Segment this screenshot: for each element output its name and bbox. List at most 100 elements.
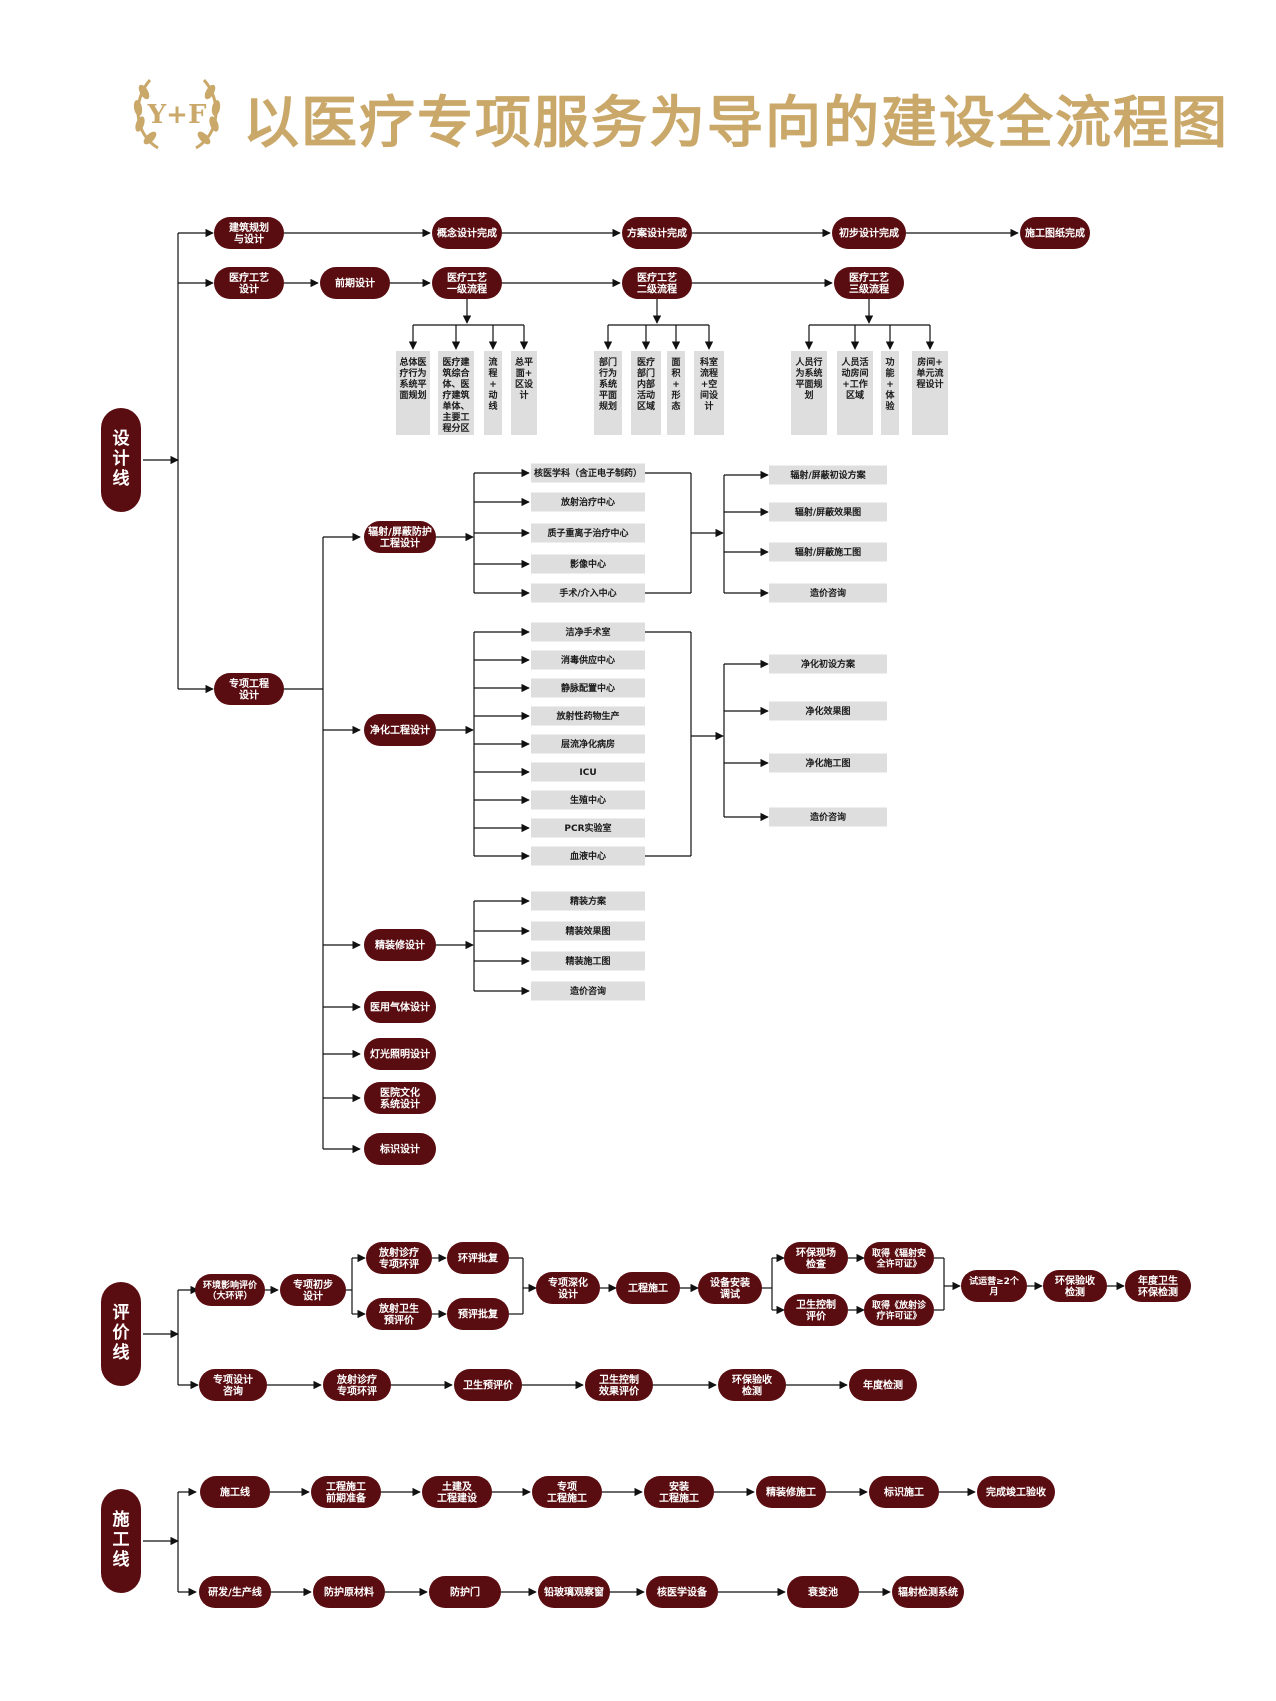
construction-row2-node-shape [199,1576,271,1608]
node-label: PCR实验室 [564,822,611,834]
track-design: 设计线 [101,408,141,512]
other-design-node: 灯光照明设计 [364,1038,436,1070]
design-level-box: 人员活动房间+工作区域 [837,351,873,435]
purification-dept-box: 静脉配置中心 [531,678,645,698]
design-row2-node: 医疗工艺三级流程 [834,267,904,299]
evaluation-row2-node: 年度检测 [849,1369,917,1401]
design-level-box: 科室流程+空间设计 [694,351,724,435]
construction-row1-node-shape [311,1476,381,1508]
node-label: 取得《放射诊疗许可证》 [872,1299,927,1321]
purification-dept-box-shape [531,650,645,670]
node-label: 辐射/屏蔽初设方案 [790,469,866,481]
node-label: 标识设计 [379,1143,420,1156]
decoration-node: 精装修设计 [364,929,436,961]
node-label: 静脉配置中心 [561,682,615,694]
evaluation-row2-node: 环保验收检测 [718,1369,786,1401]
design-row1-node: 初步设计完成 [832,217,906,249]
node-label: 防护原材料 [324,1586,374,1599]
construction-row1-node: 精装修施工 [756,1476,826,1508]
design-level-box-shape [912,351,948,435]
vertical-label: 房间+单元流程设计 [916,356,943,390]
design-level-box: 总体医疗行为系统平面规划 [396,351,430,435]
construction-row2-node-shape [892,1576,964,1608]
node-label: 医疗工艺一级流程 [447,271,487,296]
other-design-node: 医院文化系统设计 [364,1082,436,1114]
evaluation-row2-node: 卫生预评价 [454,1369,522,1401]
purification-dept-box-shape [531,734,645,754]
purification-output-box: 净化初设方案 [769,654,887,674]
radiation-output-box: 造价咨询 [769,583,887,603]
decoration-item-box-shape [531,891,645,911]
vertical-label: 流程+动线 [488,356,497,412]
evaluation-row2-node: 卫生控制效果评价 [585,1369,653,1401]
decoration-item-box: 精装施工图 [531,951,645,971]
node-label: 医院文化系统设计 [380,1086,420,1111]
radiation-dept-box-shape [531,583,645,603]
construction-row1-node: 完成竣工验收 [977,1476,1055,1508]
node-label: 质子重离子治疗中心 [547,527,628,539]
vertical-label: 总体医疗行为系统平面规划 [399,356,426,401]
decoration-node-shape [364,929,436,961]
radiation-node-shape [364,521,436,553]
design-level-box-shape [837,351,873,435]
purification-dept-box: 消毒供应中心 [531,650,645,670]
node-label: 放射诊疗专项环评 [378,1246,419,1271]
special-root-node: 专项工程设计 [214,673,284,705]
vertical-label: 功能+体验 [885,356,895,412]
node-label: 完成竣工验收 [986,1486,1046,1499]
design-level-box-shape [694,351,724,435]
design-level-box: 功能+体验 [881,351,899,435]
evaluation-row2-node: 放射诊疗专项环评 [323,1369,391,1401]
other-design-node-shape [364,991,436,1023]
decoration-item-box: 造价咨询 [531,981,645,1001]
node-label: 环保验收检测 [732,1373,772,1398]
node-label: 精装修施工 [766,1486,816,1499]
radiation-dept-box: 影像中心 [531,554,645,574]
design-row1-node: 施工图纸完成 [1020,217,1090,249]
design-level-box: 医疗建筑综合体、医疗建筑单体、主要工程分区 [438,351,474,435]
purification-dept-box-shape [531,622,645,642]
radiation-output-box: 辐射/屏蔽初设方案 [769,465,887,485]
radiation-output-box-shape [769,465,887,485]
track-evaluation-shape [101,1282,141,1386]
purification-dept-box: 生殖中心 [531,790,645,810]
node-label: 专项工程施工 [547,1480,587,1505]
vertical-label: 面积+形态 [671,357,680,412]
other-design-node: 标识设计 [364,1133,436,1165]
license1-node: 取得《辐射安全许可证》 [864,1242,934,1274]
design-row2-node-shape [320,267,390,299]
construction-row2-node: 铅玻璃观察窗 [538,1576,610,1608]
decoration-item-box-shape [531,921,645,941]
purification-dept-box: PCR实验室 [531,818,645,838]
node-label: 概念设计完成 [437,227,497,240]
design-row2-node: 医疗工艺一级流程 [432,267,502,299]
page-title: 以医疗专项服务为导向的建设全流程图 [243,90,1229,156]
node-label: 血液中心 [570,850,606,862]
design-level-box: 医疗部门内部活动区域 [631,351,661,435]
construction-row1-node: 标识施工 [869,1476,939,1508]
node-label: 卫生控制评价 [796,1298,836,1323]
construction-row1-node-shape [869,1476,939,1508]
construction-row1-node-shape [977,1476,1055,1508]
license1-node-shape [864,1242,934,1274]
design-row2-node: 医疗工艺设计 [214,267,284,299]
construction-row2-node: 核医学设备 [646,1576,718,1608]
node-label: 设备安装调试 [710,1276,750,1301]
design-row1-node-shape [214,217,284,249]
evaluation-row2-node-shape [323,1369,391,1401]
design-row1-node-shape [622,217,692,249]
other-design-node-shape [364,1038,436,1070]
purification-output-box-shape [769,701,887,721]
node-label: 辐射/屏蔽防护工程设计 [368,525,432,550]
evaluation-row2-node: 专项设计咨询 [199,1369,267,1401]
purification-output-box: 净化效果图 [769,701,887,721]
node-label: 净化效果图 [805,705,850,717]
purification-output-box-shape [769,753,887,773]
node-label: 辐射/屏蔽施工图 [795,546,861,558]
purification-output-box-shape [769,807,887,827]
install-node-shape [698,1272,762,1304]
node-label: 精装施工图 [565,955,610,967]
node-label: 方案设计完成 [627,227,687,240]
radiation-eia-node: 放射诊疗专项环评 [366,1242,432,1274]
node-label: 卫生预评价 [463,1379,514,1392]
